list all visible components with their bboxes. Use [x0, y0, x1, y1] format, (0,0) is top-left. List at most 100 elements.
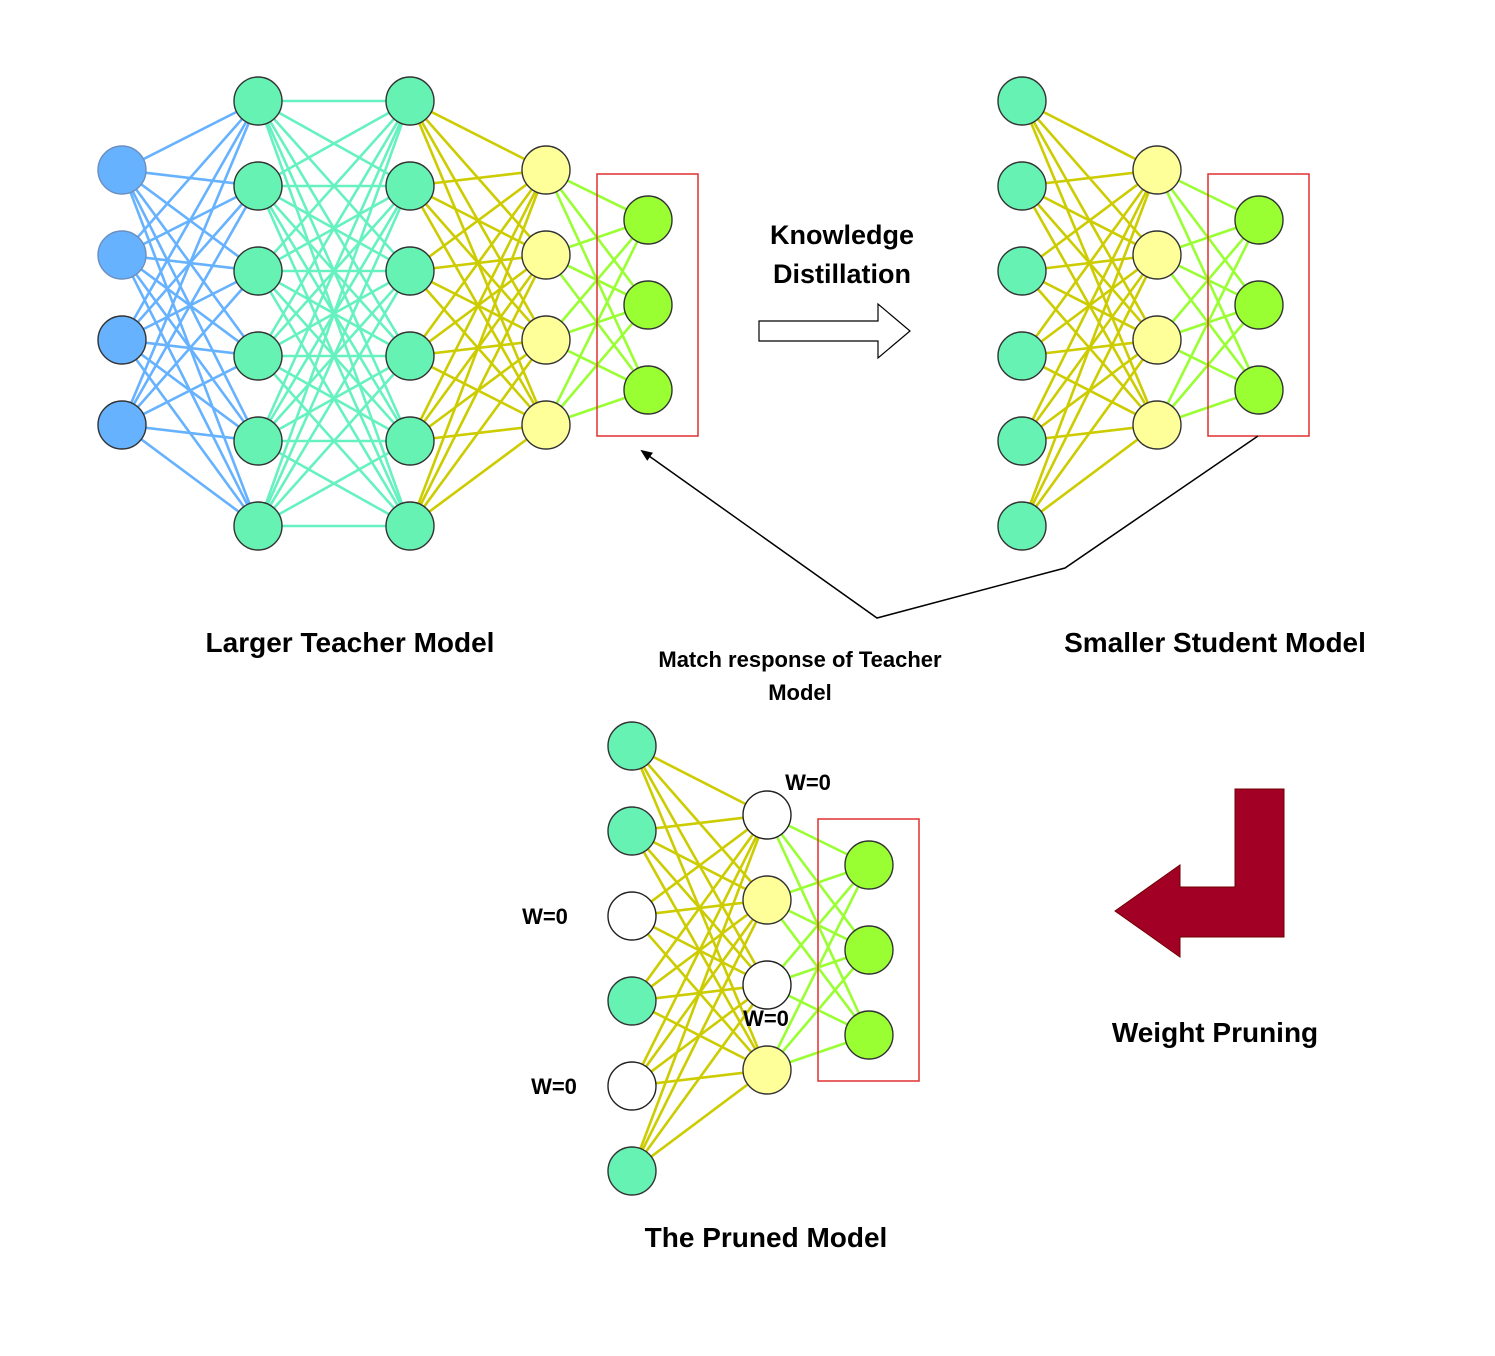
- zero-weight-label-left-2: W=0: [531, 1074, 577, 1099]
- student-network: [997, 76, 1284, 551]
- teacher-edge: [120, 185, 260, 426]
- teacher-node: [385, 331, 435, 381]
- match-label-line2: Model: [768, 680, 832, 705]
- student-node: [1234, 365, 1284, 415]
- pruned-node: [844, 1010, 894, 1060]
- teacher-node: [623, 365, 673, 415]
- teacher-edge: [256, 270, 412, 527]
- pruned-edge: [630, 814, 769, 1172]
- student-edge: [1021, 423, 1158, 528]
- teacher-edge: [256, 100, 412, 527]
- pruned-node: [742, 790, 792, 840]
- teacher-node: [521, 230, 571, 280]
- teacher-edge: [408, 169, 548, 442]
- pruned-node: [607, 1146, 657, 1196]
- teacher-edge: [257, 439, 411, 528]
- teacher-edge: [121, 270, 259, 426]
- pruned-node: [742, 1045, 792, 1095]
- teacher-edge: [408, 254, 548, 527]
- pruned-output-box: [817, 818, 920, 1082]
- teacher-network: [97, 76, 673, 551]
- teacher-node: [97, 145, 147, 195]
- student-edge: [1020, 169, 1159, 357]
- teacher-node: [233, 246, 283, 296]
- teacher-edge: [408, 169, 548, 527]
- student-title: Smaller Student Model: [1064, 627, 1366, 658]
- pruned-edge: [630, 984, 769, 1172]
- pruned-edge: [631, 744, 768, 817]
- teacher-edge: [409, 168, 547, 273]
- teacher-node: [385, 416, 435, 466]
- match-response-arrow: [640, 435, 1259, 619]
- student-node: [1132, 145, 1182, 195]
- teacher-edge: [121, 100, 259, 256]
- teacher-node: [385, 246, 435, 296]
- pruned-edge: [630, 814, 769, 1002]
- teacher-edge: [257, 100, 411, 272]
- pruning-arrow-icon: [1114, 788, 1285, 958]
- teacher-node: [97, 315, 147, 365]
- student-edge: [1020, 169, 1159, 527]
- student-node: [1132, 400, 1182, 450]
- pruned-network: [607, 721, 894, 1196]
- teacher-node: [385, 501, 435, 551]
- teacher-node: [521, 400, 571, 450]
- pruned-edge: [630, 899, 769, 1172]
- teacher-edge: [409, 99, 547, 172]
- student-node: [1132, 315, 1182, 365]
- pruned-node: [607, 806, 657, 856]
- zero-weight-label-top: W=0: [785, 770, 831, 795]
- teacher-edge: [257, 99, 411, 188]
- teacher-node: [233, 331, 283, 381]
- pruned-edge: [631, 813, 768, 918]
- teacher-output-box: [596, 173, 699, 437]
- student-node: [1132, 230, 1182, 280]
- student-edge: [1020, 254, 1159, 527]
- pruned-node: [607, 1061, 657, 1111]
- teacher-node: [233, 501, 283, 551]
- teacher-edge: [257, 355, 411, 527]
- zero-weight-label-mid: W=0: [743, 1006, 789, 1031]
- student-node: [997, 501, 1047, 551]
- teacher-edge: [256, 100, 412, 357]
- pruned-title: The Pruned Model: [645, 1222, 888, 1253]
- student-node: [997, 246, 1047, 296]
- distillation-label-line1: Knowledge: [770, 220, 914, 250]
- teacher-edge: [121, 354, 259, 427]
- student-edge: [1021, 99, 1158, 172]
- student-node: [997, 331, 1047, 381]
- pruned-edge: [631, 1068, 768, 1173]
- teacher-node: [521, 145, 571, 195]
- teacher-title: Larger Teacher Model: [206, 627, 495, 658]
- teacher-edge: [409, 423, 547, 528]
- teacher-node: [233, 416, 283, 466]
- distillation-label-line2: Distillation: [773, 259, 911, 289]
- teacher-node: [623, 280, 673, 330]
- student-output-box: [1207, 173, 1310, 437]
- distillation-arrow-icon: [758, 302, 911, 360]
- zero-weight-label-left-1: W=0: [522, 904, 568, 929]
- pruned-node: [742, 960, 792, 1010]
- teacher-edge: [408, 169, 548, 357]
- teacher-node: [97, 230, 147, 280]
- student-node: [997, 76, 1047, 126]
- pruned-node: [844, 840, 894, 890]
- teacher-node: [233, 161, 283, 211]
- student-node: [1234, 280, 1284, 330]
- pruned-node: [607, 721, 657, 771]
- teacher-node: [233, 76, 283, 126]
- match-label-line1: Match response of Teacher: [658, 647, 942, 672]
- teacher-node: [385, 76, 435, 126]
- pruned-node: [742, 875, 792, 925]
- student-node: [1234, 195, 1284, 245]
- student-edge: [1020, 169, 1159, 442]
- teacher-edge: [408, 339, 548, 527]
- teacher-edge: [121, 423, 259, 528]
- teacher-node: [623, 195, 673, 245]
- teacher-edge: [121, 99, 259, 172]
- teacher-node: [97, 400, 147, 450]
- teacher-edge: [256, 185, 412, 527]
- teacher-node: [385, 161, 435, 211]
- teacher-edge: [120, 100, 260, 341]
